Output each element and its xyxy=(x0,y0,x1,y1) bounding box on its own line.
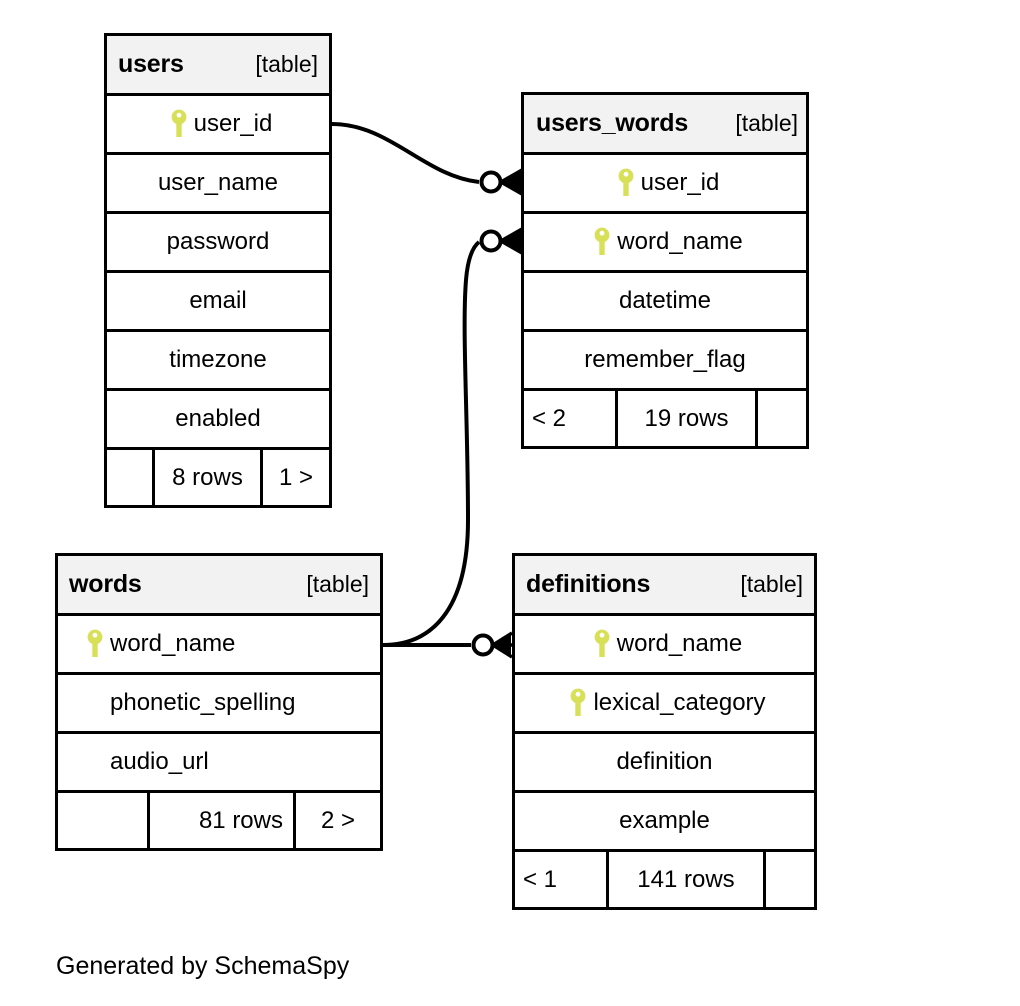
entity-tag-users: [table] xyxy=(255,51,318,77)
entity-header-users: users [table] xyxy=(107,36,329,96)
entity-name-users_words: users_words xyxy=(536,109,689,137)
crows-foot-marker xyxy=(492,631,513,659)
entity-table-definitions[interactable]: definitions [table] word_name xyxy=(512,553,817,910)
column-row[interactable]: remember_flag xyxy=(524,332,806,391)
column-name: user_id xyxy=(193,110,273,137)
entity-footer-users: 8 rows 1 > xyxy=(107,450,329,505)
entity-table-words[interactable]: words [table] word_name phonetic_spellin… xyxy=(55,553,383,851)
entity-header-definitions: definitions [table] xyxy=(515,556,814,616)
entity-header-words: words [table] xyxy=(58,556,380,616)
entity-table-users_words[interactable]: users_words [table] user_id xyxy=(521,92,809,449)
column-row[interactable]: email xyxy=(107,273,329,332)
footer-parent-count[interactable] xyxy=(107,450,155,505)
footer-parent-count[interactable] xyxy=(58,793,150,848)
entity-header-users_words: users_words [table] xyxy=(524,95,806,155)
generated-by-caption: Generated by SchemaSpy xyxy=(56,952,350,980)
relationship-words-to-users_words xyxy=(382,227,523,647)
column-row[interactable]: audio_url xyxy=(58,734,380,793)
cardinality-zero-circle xyxy=(479,229,503,253)
column-name: datetime xyxy=(618,287,712,314)
entity-tag-definitions: [table] xyxy=(740,571,803,597)
primary-key-icon xyxy=(80,629,110,659)
column-row[interactable]: word_name xyxy=(524,214,806,273)
footer-row-count: 8 rows xyxy=(155,450,263,505)
column-name: audio_url xyxy=(110,748,209,775)
entity-name-words: words xyxy=(69,570,142,598)
entity-footer-definitions: < 1 141 rows xyxy=(515,852,814,907)
primary-key-icon xyxy=(611,168,641,198)
footer-parent-count[interactable]: < 2 xyxy=(524,391,618,446)
relationship-users-to-users_words xyxy=(331,122,523,196)
column-name: example xyxy=(619,807,710,834)
cardinality-zero-circle xyxy=(471,633,495,657)
footer-parent-count[interactable]: < 1 xyxy=(515,852,609,907)
column-row[interactable]: definition xyxy=(515,734,814,793)
cardinality-zero-circle xyxy=(479,170,503,194)
entity-footer-users_words: < 2 19 rows xyxy=(524,391,806,446)
entity-name-users: users xyxy=(118,50,184,78)
column-name: phonetic_spelling xyxy=(110,689,296,716)
crows-foot-marker xyxy=(500,227,523,255)
entity-name-definitions: definitions xyxy=(526,570,651,598)
primary-key-icon xyxy=(164,109,194,139)
entity-footer-words: 81 rows 2 > xyxy=(58,793,380,848)
entity-tag-words: [table] xyxy=(306,571,369,597)
column-name: enabled xyxy=(175,405,261,432)
column-row[interactable]: user_id xyxy=(524,155,806,214)
column-row[interactable]: user_id xyxy=(107,96,329,155)
primary-key-icon xyxy=(587,227,617,257)
column-row[interactable]: word_name xyxy=(58,616,380,675)
column-row[interactable]: datetime xyxy=(524,273,806,332)
footer-child-count[interactable] xyxy=(758,391,806,446)
column-row[interactable]: enabled xyxy=(107,391,329,450)
footer-child-count[interactable]: 2 > xyxy=(320,806,356,834)
entity-tag-users_words: [table] xyxy=(735,110,798,136)
primary-key-icon xyxy=(563,688,593,718)
column-name: lexical_category xyxy=(593,689,766,716)
footer-child-count[interactable]: 1 > xyxy=(278,463,314,491)
column-row[interactable]: lexical_category xyxy=(515,675,814,734)
footer-row-count: 19 rows xyxy=(618,391,758,446)
column-name: user_name xyxy=(157,169,279,196)
entity-table-users[interactable]: users [table] user_id user_name xyxy=(104,33,332,508)
footer-child-count[interactable] xyxy=(766,852,814,907)
column-row[interactable]: password xyxy=(107,214,329,273)
column-name: user_id xyxy=(640,169,720,196)
column-name: email xyxy=(189,287,247,314)
relationship-words-to-definitions xyxy=(383,631,513,659)
column-row[interactable]: word_name xyxy=(515,616,814,675)
column-name: word_name xyxy=(110,630,236,657)
column-row[interactable]: timezone xyxy=(107,332,329,391)
primary-key-icon xyxy=(587,629,617,659)
column-name: word_name xyxy=(616,630,743,657)
column-row[interactable]: example xyxy=(515,793,814,852)
column-name: password xyxy=(166,228,270,255)
column-name: definition xyxy=(616,748,713,775)
crows-foot-marker xyxy=(500,168,523,196)
column-name: word_name xyxy=(617,228,743,255)
column-row[interactable]: phonetic_spelling xyxy=(58,675,380,734)
footer-row-count: 141 rows xyxy=(609,852,766,907)
column-name: timezone xyxy=(169,346,267,373)
column-row[interactable]: user_name xyxy=(107,155,329,214)
footer-row-count: 81 rows xyxy=(150,793,296,848)
column-name: remember_flag xyxy=(584,346,746,373)
